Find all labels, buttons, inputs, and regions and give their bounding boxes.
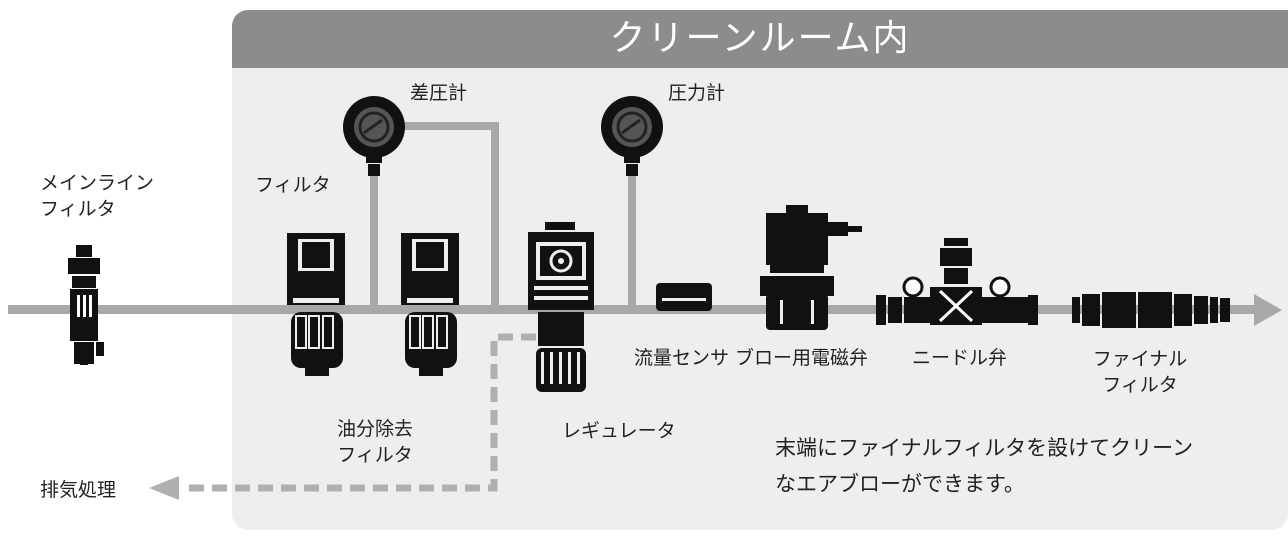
pressure-gauge: [601, 96, 663, 176]
flow-sensor: [656, 283, 712, 311]
label-flow-sensor: 流量センサ: [634, 347, 730, 369]
diff-gauge-line: [402, 122, 499, 309]
label-blow-solenoid-valve: ブロー用電磁弁: [735, 347, 869, 369]
oil-removal-filter-1: [287, 233, 345, 376]
final-filter: [1072, 292, 1230, 328]
label-oil-removal-filter: 油分除去 フィルタ: [336, 418, 413, 466]
flow-arrow-head: [1254, 294, 1282, 326]
label-regulator: レギュレータ: [562, 420, 676, 442]
label-exhaust-treatment: 排気処理: [40, 479, 117, 501]
exhaust-line: [185, 333, 536, 492]
label-filter: フィルタ: [255, 174, 331, 196]
main-line-filter: [68, 245, 104, 365]
pressure-gauge-stem: [628, 176, 636, 309]
label-diff-pressure-gauge: 差圧計: [410, 82, 468, 104]
regulator: [528, 222, 594, 392]
oil-removal-filter-2: [401, 233, 459, 376]
needle-valve: [876, 238, 1038, 325]
label-needle-valve: ニードル弁: [912, 347, 1008, 369]
label-main-line-filter: メインライン フィルタ: [40, 172, 155, 220]
main-pipe: [8, 305, 1258, 314]
cleanroom-title: クリーンルーム内: [609, 18, 911, 59]
diff-gauge-stem: [370, 176, 378, 309]
blow-solenoid-valve: [760, 205, 862, 330]
diff-pressure-gauge: [343, 96, 405, 176]
label-pressure-gauge: 圧力計: [668, 82, 726, 104]
cleanroom-title-bar: [232, 10, 1288, 68]
exhaust-arrow-head: [149, 476, 179, 500]
label-final-filter: ファイナル フィルタ: [1092, 348, 1188, 396]
description-note: 末端にファイナルフィルタを設けてクリーン なエアブローができます。: [775, 436, 1194, 496]
